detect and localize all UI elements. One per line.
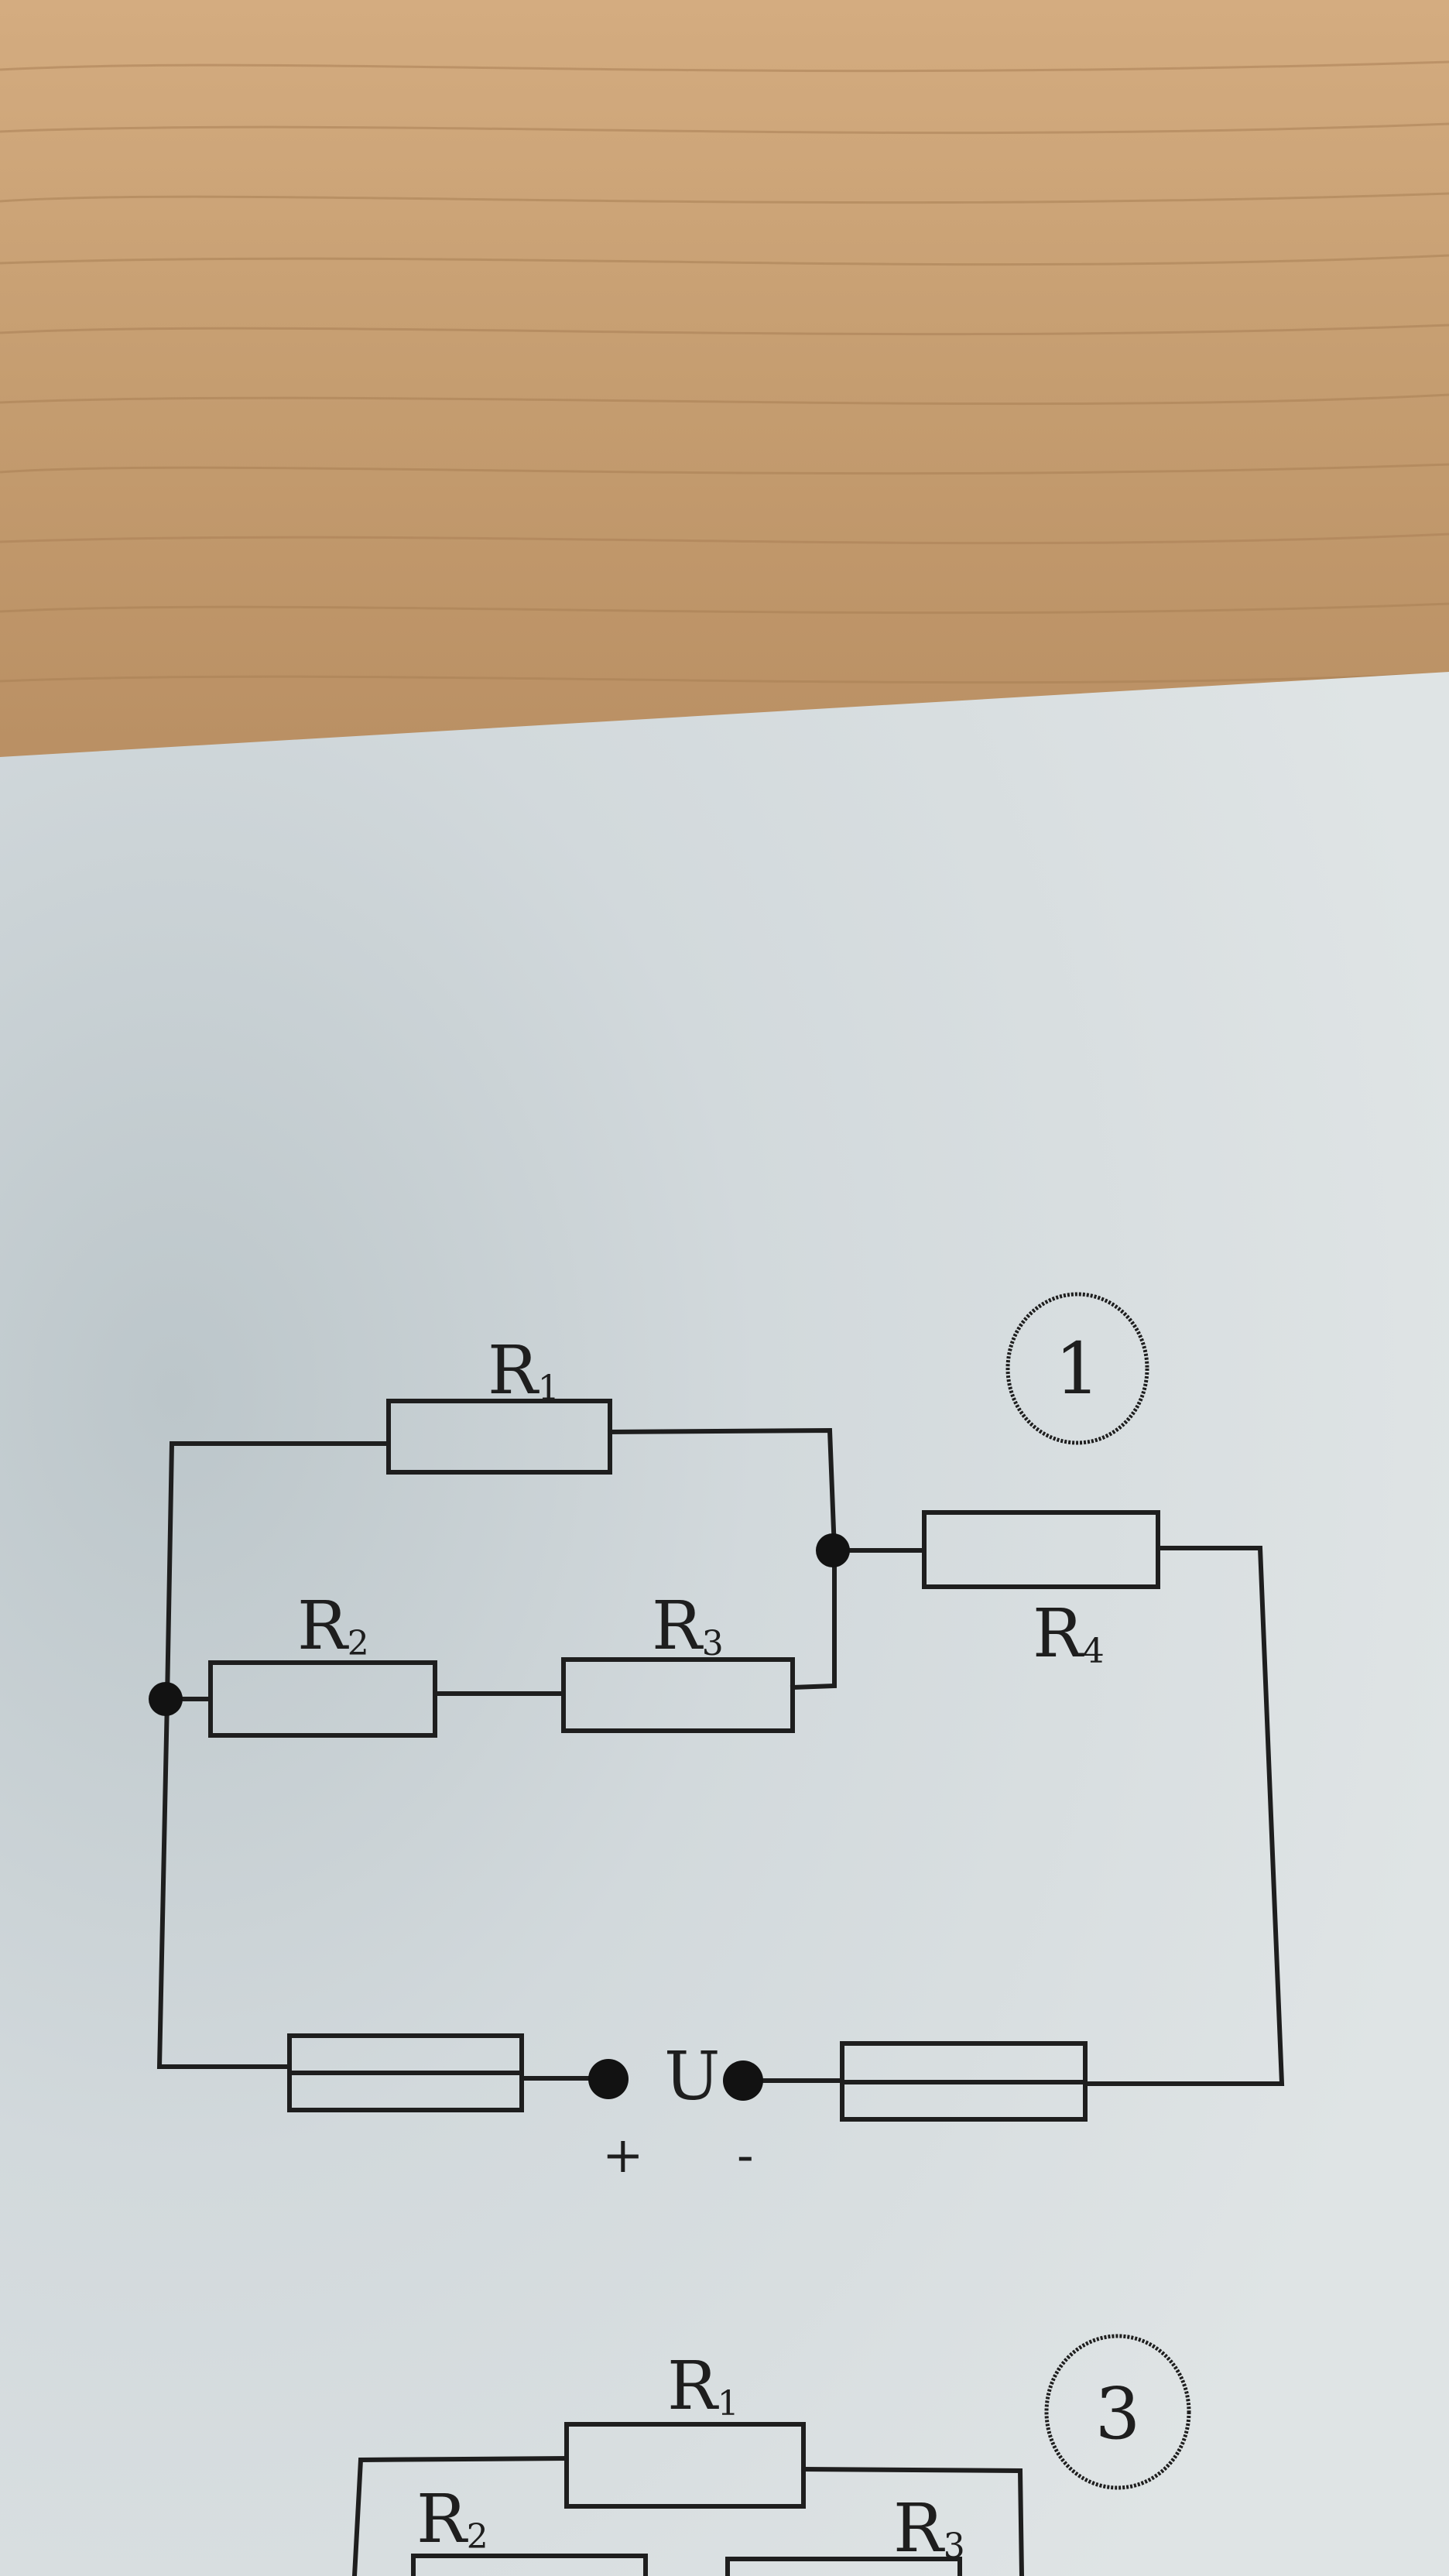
resistor-fig3-r3-partial bbox=[725, 2557, 962, 2576]
label-fig3-r2: R2 bbox=[416, 2481, 488, 2558]
wire-fig3-top-left bbox=[351, 2455, 570, 2576]
wire-top-left bbox=[164, 1441, 389, 1702]
figure-number-ring-3 bbox=[1044, 2334, 1191, 2490]
junction-node-right bbox=[816, 1533, 850, 1567]
label-source-u: U bbox=[664, 2038, 720, 2115]
terminal-plus bbox=[588, 2059, 629, 2099]
figure-number-1: 1 bbox=[1055, 1327, 1101, 1410]
wire-left-bottom bbox=[156, 1696, 292, 2069]
label-minus: - bbox=[737, 2127, 754, 2184]
label-fig3-r3: R3 bbox=[893, 2490, 965, 2567]
resistor-r1 bbox=[386, 1399, 612, 1475]
resistor-fig3-r2-partial bbox=[411, 2554, 648, 2576]
figure-number-ring-1 bbox=[1005, 1292, 1149, 1445]
resistor-r2 bbox=[208, 1660, 437, 1738]
label-r4: R4 bbox=[1033, 1595, 1105, 1673]
wood-grain bbox=[0, 60, 1449, 684]
label-fig3-r1: R1 bbox=[667, 2348, 739, 2425]
label-r2: R2 bbox=[297, 1588, 369, 1665]
terminal-minus bbox=[723, 2060, 763, 2101]
wire-r3-up bbox=[790, 1548, 837, 1690]
label-plus: + bbox=[602, 2127, 644, 2184]
wire-right-loop bbox=[1083, 1546, 1285, 2086]
resistor-fig3-r1 bbox=[564, 2422, 806, 2509]
resistor-r4 bbox=[922, 1510, 1160, 1589]
label-r3: R3 bbox=[652, 1588, 724, 1665]
wooden-table bbox=[0, 0, 1449, 774]
wire-fig3-top-right bbox=[800, 2466, 1025, 2576]
label-r1: R1 bbox=[488, 1332, 560, 1410]
figure-number-3: 3 bbox=[1095, 2372, 1141, 2455]
wire-r1-right bbox=[607, 1427, 838, 1553]
paper-sheet bbox=[0, 672, 1449, 2576]
junction-node-left bbox=[149, 1682, 183, 1716]
circuit-figure-3: R1 R2 R3 3 bbox=[351, 2334, 1191, 2576]
resistor-r3 bbox=[561, 1657, 795, 1733]
circuit-figure-1: R1 R2 R3 R4 U + - 1 bbox=[149, 1292, 1285, 2184]
